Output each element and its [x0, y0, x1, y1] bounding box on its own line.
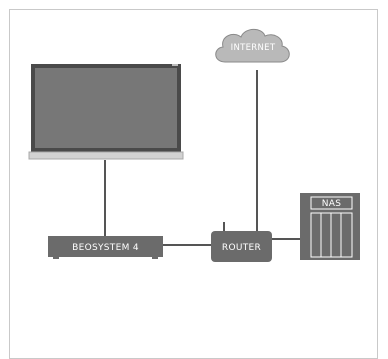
nas-label: NAS	[322, 199, 342, 209]
nas-drive-bay	[330, 212, 342, 258]
internet-cloud-icon: INTERNET	[215, 28, 290, 63]
nas-icon: NAS	[300, 193, 360, 260]
nas-drive-bay	[320, 212, 332, 258]
router-box: ROUTER	[211, 231, 272, 262]
internet-label: INTERNET	[231, 43, 276, 53]
tv-icon	[28, 64, 184, 160]
nas-drive-bay	[340, 212, 353, 258]
network-diagram: INTERNET BEOSYSTEM 4 ROUTER NAS	[28, 28, 360, 262]
router-label: ROUTER	[222, 243, 261, 253]
beosystem-4-label: BEOSYSTEM 4	[72, 243, 139, 253]
beosystem-4-box: BEOSYSTEM 4	[48, 236, 163, 259]
nas-drive-bay	[310, 212, 322, 258]
